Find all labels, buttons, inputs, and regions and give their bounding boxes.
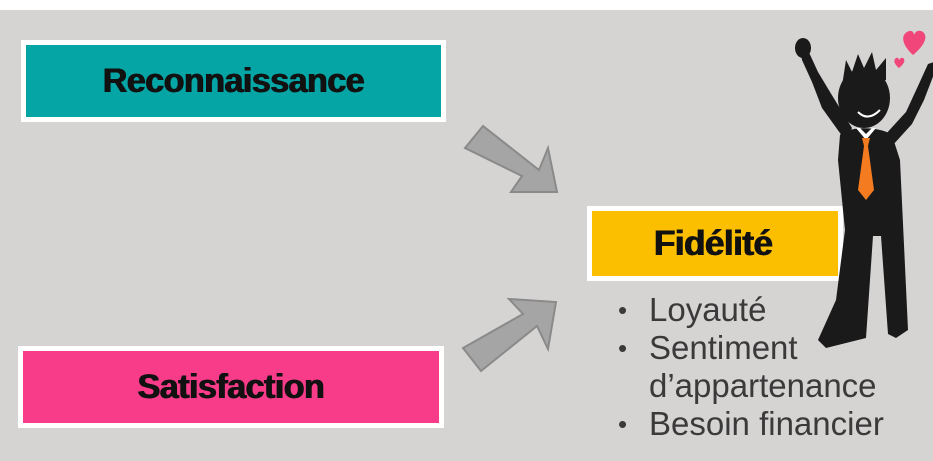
fidelite-box: Fidélité	[587, 206, 843, 281]
satisfaction-label: Satisfaction	[137, 367, 325, 406]
arrow-down-right-icon	[463, 124, 559, 193]
reconnaissance-label: Reconnaissance	[102, 61, 365, 100]
bullet-sentiment: Sentiment d’appartenance	[616, 329, 933, 405]
bullet-loyaute: Loyauté	[616, 291, 933, 329]
fidelite-label: Fidélité	[654, 223, 773, 263]
satisfaction-box: Satisfaction	[18, 346, 444, 428]
arrow-up-right-icon	[461, 297, 558, 373]
bullet-besoin: Besoin financier	[616, 405, 933, 443]
reconnaissance-box: Reconnaissance	[21, 40, 446, 122]
fidelite-bullet-list: Loyauté Sentiment d’appartenance Besoin …	[616, 291, 933, 443]
